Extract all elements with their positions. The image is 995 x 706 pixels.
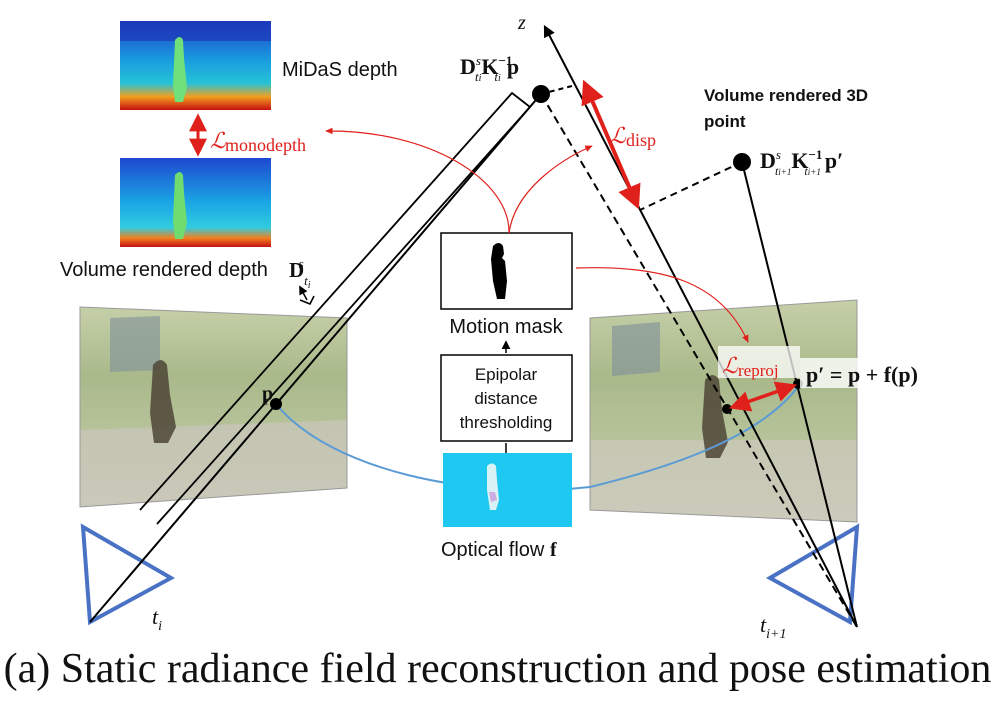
mask-to-monodepth-arrow <box>325 127 510 234</box>
epipolar-label-3: thresholding <box>460 413 553 432</box>
bracket-tick <box>299 295 315 306</box>
epipolar-label-2: distance <box>474 389 537 408</box>
reproj-label-bg <box>718 346 800 378</box>
midas-depth-label: MiDaS depth <box>282 59 398 81</box>
monodepth-loss-label: monodepth <box>225 135 306 155</box>
pixel-p-label: p <box>262 383 273 405</box>
z-axis-label: z <box>517 12 526 34</box>
volume-point-label-1: Volume rendered 3D <box>704 86 868 105</box>
bracket-arrow <box>299 285 308 301</box>
optical-flow-image <box>443 453 572 527</box>
reproj-loss-label: reproj <box>738 361 779 380</box>
volume-rendering-bracket <box>139 91 532 525</box>
midas-depth-image <box>120 21 271 110</box>
camera-left-label: ti <box>152 604 162 634</box>
p-prime-eq-bg <box>800 358 956 388</box>
figure-caption: (a) Static radiance field reconstruction… <box>3 646 992 692</box>
disp-loss-label: disp <box>626 130 656 150</box>
reproj-double-arrow <box>729 381 797 412</box>
disp-loss-symbol: ℒ <box>610 123 627 148</box>
volume-point-i <box>532 85 550 103</box>
optical-flow-label: Optical flow f <box>441 539 557 561</box>
reproj-loss-symbol: ℒ <box>722 353 739 378</box>
projected-point-right <box>722 404 732 414</box>
ray-left-camera <box>89 93 542 623</box>
mask-to-reproj-arrow <box>575 267 749 343</box>
p-prime-equation: p′ = p + f(p) <box>806 362 918 387</box>
motion-mask-box <box>440 232 573 310</box>
volume-point-i1 <box>733 153 751 171</box>
mask-to-disp-arrow <box>508 145 593 234</box>
volume-point-label-2: point <box>704 112 746 131</box>
disp-double-arrow <box>581 79 641 210</box>
left-frame-image <box>79 306 348 508</box>
motion-mask-label: Motion mask <box>449 316 563 338</box>
disp-dashed-projection <box>639 161 743 211</box>
pixel-p-left <box>270 398 282 410</box>
depth-symbol: Dtis <box>289 256 311 291</box>
monodepth-loss-symbol: ℒ <box>210 128 227 153</box>
camera-right-label: ti+1 <box>760 612 786 642</box>
camera-left-icon <box>80 523 176 626</box>
volume-rendered-depth-image <box>120 158 271 247</box>
epipolar-box <box>440 354 573 442</box>
ray-right-camera-point <box>741 161 858 628</box>
epipolar-label-1: Epipolar <box>475 365 538 384</box>
volume-rendered-depth-label: Volume rendered depth <box>60 259 268 281</box>
